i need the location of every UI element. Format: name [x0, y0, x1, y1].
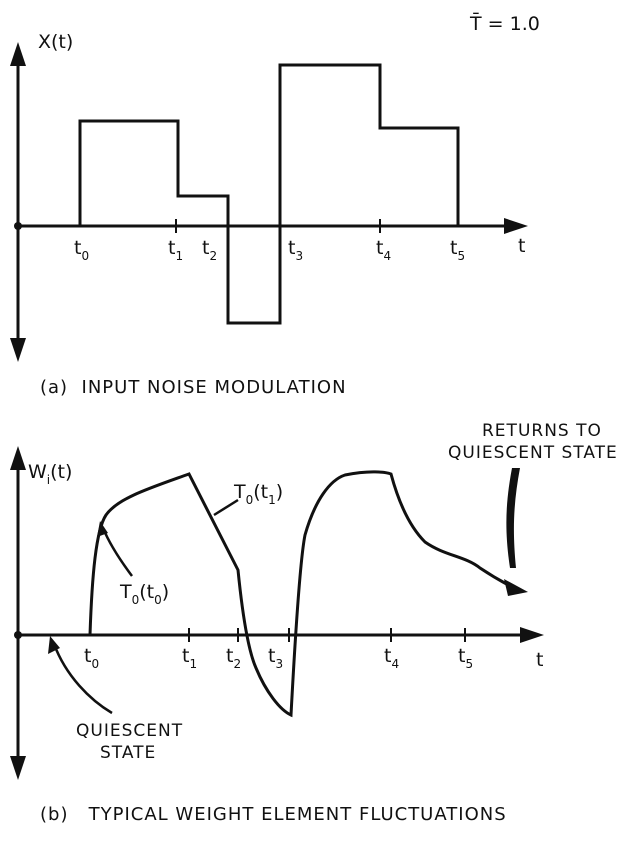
panel-b-quiescent-leader-arrow — [48, 636, 60, 654]
panel-b-y-label: Wi(t) — [28, 461, 72, 487]
panel-b-quiescent-note-line2: STATE — [100, 743, 156, 763]
panel-b-returns-note-line2: QUIESCENT STATE — [448, 443, 618, 463]
panel-b-time-label: t4 — [384, 645, 399, 671]
panel-b-t0-leader — [101, 527, 134, 577]
panel-a-x-arrow — [504, 218, 528, 234]
panel-a-time-label: t0 — [74, 237, 89, 263]
panel-b-x-arrow — [520, 627, 544, 643]
panel-a-origin — [14, 222, 22, 230]
panel-b-t1-leader — [213, 498, 239, 517]
panel-a-time-label: t4 — [376, 237, 391, 263]
panel-a-modulation-waveform — [78, 63, 460, 325]
panel-a-time-labels: t0 t1 t2 t3 t4 t5 — [74, 237, 465, 263]
panel-a-period-note: T̄ = 1.0 — [469, 11, 540, 35]
panel-a: X(t) T̄ = 1.0 t t0 t1 t2 t3 t4 t5 (a) IN… — [10, 11, 540, 398]
panel-a-time-label: t5 — [450, 237, 465, 263]
panel-b-time-label: t2 — [226, 645, 241, 671]
panel-b-returns-note-line1: RETURNS TO — [482, 421, 602, 441]
panel-b-time-labels: t0 t1 t2 t3 t4 t5 — [84, 645, 473, 671]
panel-b-time-label: t0 — [84, 645, 99, 671]
panel-b-origin — [14, 631, 22, 639]
panel-b-t0-annotation: T0(t0) — [119, 581, 169, 607]
panel-a-x-label: t — [518, 235, 525, 257]
panel-b-time-label: t5 — [458, 645, 473, 671]
panel-a-y-arrow-down — [10, 338, 26, 362]
panel-b-quiescent-note-line1: QUIESCENT — [76, 721, 183, 741]
panel-b-returns-pointer — [506, 468, 520, 568]
panel-a-time-label: t2 — [202, 237, 217, 263]
panel-b-y-arrow-up — [10, 446, 26, 470]
panel-b-caption: (b) TYPICAL WEIGHT ELEMENT FLUCTUATIONS — [40, 804, 507, 825]
panel-b: Wi(t) t t0 t1 t2 t3 t4 t5 T0(t0) T0(t1) … — [10, 421, 618, 825]
panel-b-quiescent-leader — [52, 643, 113, 715]
panel-a-caption: (a) INPUT NOISE MODULATION — [40, 377, 347, 398]
panel-b-time-label: t3 — [268, 645, 283, 671]
panel-a-y-label: X(t) — [38, 31, 73, 53]
panel-b-x-label: t — [536, 649, 543, 671]
panel-b-time-label: t1 — [182, 645, 197, 671]
panel-b-weight-curve — [88, 470, 517, 718]
panel-b-t1-annotation: T0(t1) — [233, 481, 283, 507]
panel-b-curve-arrow — [504, 579, 528, 596]
panel-b-t0-leader-arrow — [97, 521, 108, 537]
panel-a-time-label: t3 — [288, 237, 303, 263]
panel-a-time-label: t1 — [168, 237, 183, 263]
panel-b-y-arrow-down — [10, 756, 26, 780]
panel-a-y-arrow-up — [10, 42, 26, 66]
